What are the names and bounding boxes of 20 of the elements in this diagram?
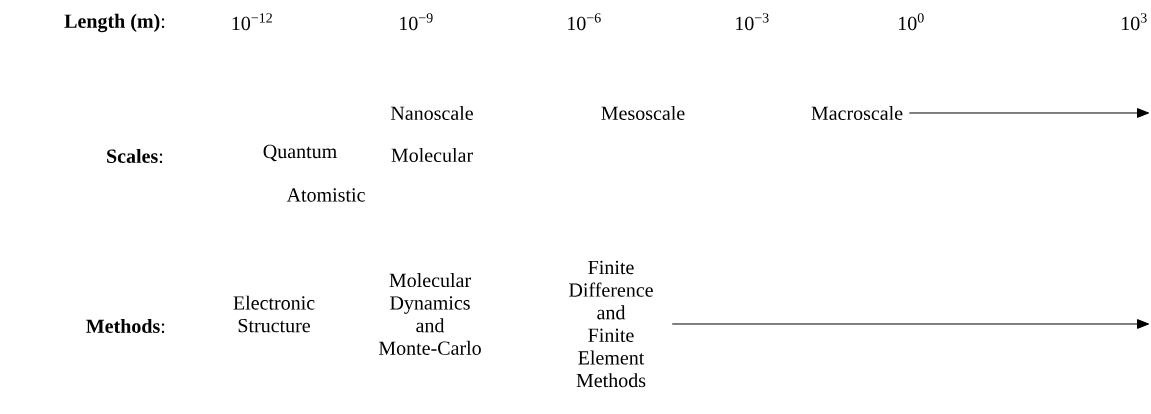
arrow	[671, 319, 1150, 329]
method-label: Molecular Dynamics and Monte-Carlo	[378, 273, 481, 355]
tick-label: 10$^{0}$	[899, 13, 924, 31]
scale-label: Mesoscale	[601, 105, 685, 120]
tick-label: 10$^{−6}$	[568, 13, 601, 31]
scale-label: Quantum	[263, 144, 337, 162]
tick-label: 10$^{−3}$	[736, 13, 769, 31]
scale-label: Macroscale	[811, 105, 903, 120]
tick-label: 10$^{−9}$	[400, 13, 433, 31]
row-title: Scales:	[107, 148, 163, 164]
scale-label: Molecular	[391, 147, 473, 162]
row-title: Length (m):	[64, 13, 165, 33]
arrow	[908, 108, 1150, 118]
row-title: Methods:	[86, 318, 165, 334]
tick-label: 10$^{−12}$	[232, 13, 272, 31]
method-label: Finite Difference and Finite Element Methods	[569, 260, 653, 388]
scale-label: Atomistic	[286, 188, 365, 202]
method-label: Electronic Structure	[233, 295, 315, 333]
tick-label: 10$^{3}$	[1122, 13, 1147, 31]
scale-label: Nanoscale	[390, 105, 473, 120]
